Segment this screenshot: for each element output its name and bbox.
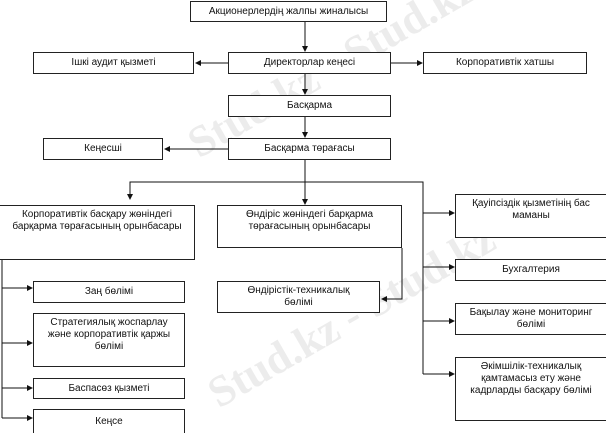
node-secretary: Корпоративтік хатшы [423, 52, 587, 74]
node-audit: Ішкі аудит қызметі [33, 52, 194, 74]
connector [381, 248, 403, 302]
node-press: Баспасөз қызметі [33, 378, 185, 399]
node-security: Қауіпсіздік қызметінің бас маманы [455, 194, 606, 238]
node-monitoring: Бақылау және мониторинг бөлімі [455, 303, 606, 335]
node-strategy: Стратегиялық жоспарлау және корпоративті… [33, 313, 185, 367]
node-office: Кеңсе [33, 409, 185, 433]
node-management: Басқарма [228, 95, 391, 117]
node-shareholders: Акционерлердің жалпы жиналысы [190, 1, 387, 22]
node-accounting: Бухгалтерия [455, 259, 606, 281]
node-legal: Заң бөлімі [33, 281, 185, 303]
node-deputy-prod: Өндіріс жөніндегі барқарма төрағасының о… [217, 205, 402, 248]
node-board: Директорлар кеңесі [228, 52, 391, 74]
node-deputy-corp: Корпоративтік басқару жөніндегі барқарма… [0, 205, 195, 260]
node-advisor: Кеңесші [43, 138, 163, 160]
node-prod-tech: Өндірістік-техникалық бөлімі [217, 281, 380, 313]
node-admin: Әкімшілік-техникалық қамтамасыз ету және… [455, 357, 606, 421]
node-chairman: Басқарма төрағасы [228, 138, 391, 160]
